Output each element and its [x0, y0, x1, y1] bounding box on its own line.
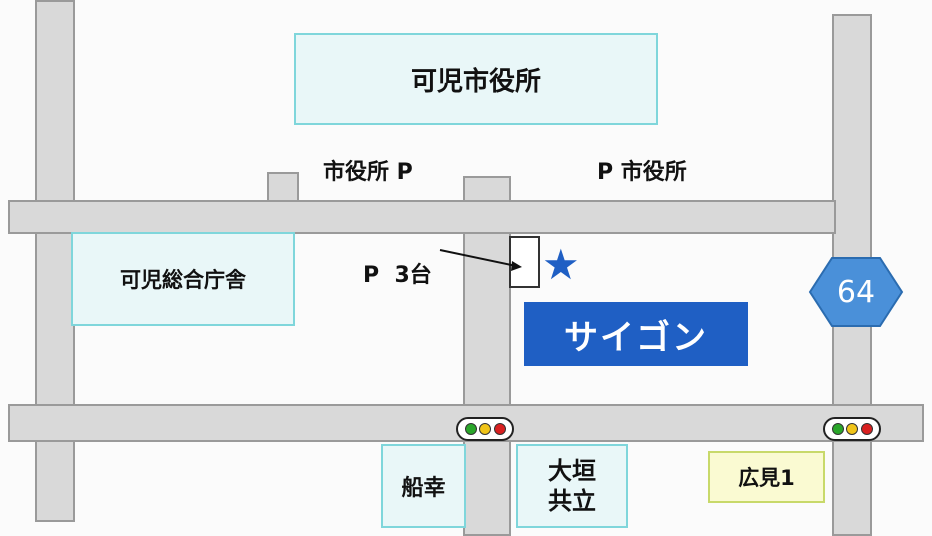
general-office-building: 可児総合庁舎: [71, 232, 295, 326]
city-hall-label: 可児市役所: [410, 66, 541, 97]
parking-lot: [509, 236, 540, 288]
hiromi-building: 広見1: [708, 451, 825, 503]
route-number: 64: [836, 274, 876, 310]
funayuki-label: 船幸: [401, 476, 446, 501]
traffic-light-icon: [456, 417, 514, 441]
ogaki-kyoritsu-building: 大垣 共立: [516, 444, 628, 528]
parking-shop-label: P 3台: [363, 263, 432, 288]
star-marker-icon: ★: [542, 240, 580, 289]
destination-label: サイゴン: [564, 317, 708, 358]
general-office-label: 可児総合庁舎: [120, 268, 246, 292]
funayuki-building: 船幸: [381, 444, 466, 528]
destination-saigon: サイゴン: [524, 302, 748, 366]
traffic-light-icon: [823, 417, 881, 441]
ogaki-kyoritsu-label-line2: 共立: [548, 487, 596, 515]
road-vertical-center: [463, 176, 511, 536]
parking-city-hall-left-label: 市役所 P: [323, 160, 413, 185]
ogaki-kyoritsu-label-line1: 大垣: [548, 457, 596, 485]
parking-city-hall-right-label: P 市役所: [597, 160, 687, 185]
route-64-sign-icon: 64: [808, 256, 904, 328]
hiromi-label: 広見1: [738, 466, 795, 490]
road-horizontal-upper: [8, 200, 836, 234]
city-hall-building: 可児市役所: [294, 33, 658, 125]
